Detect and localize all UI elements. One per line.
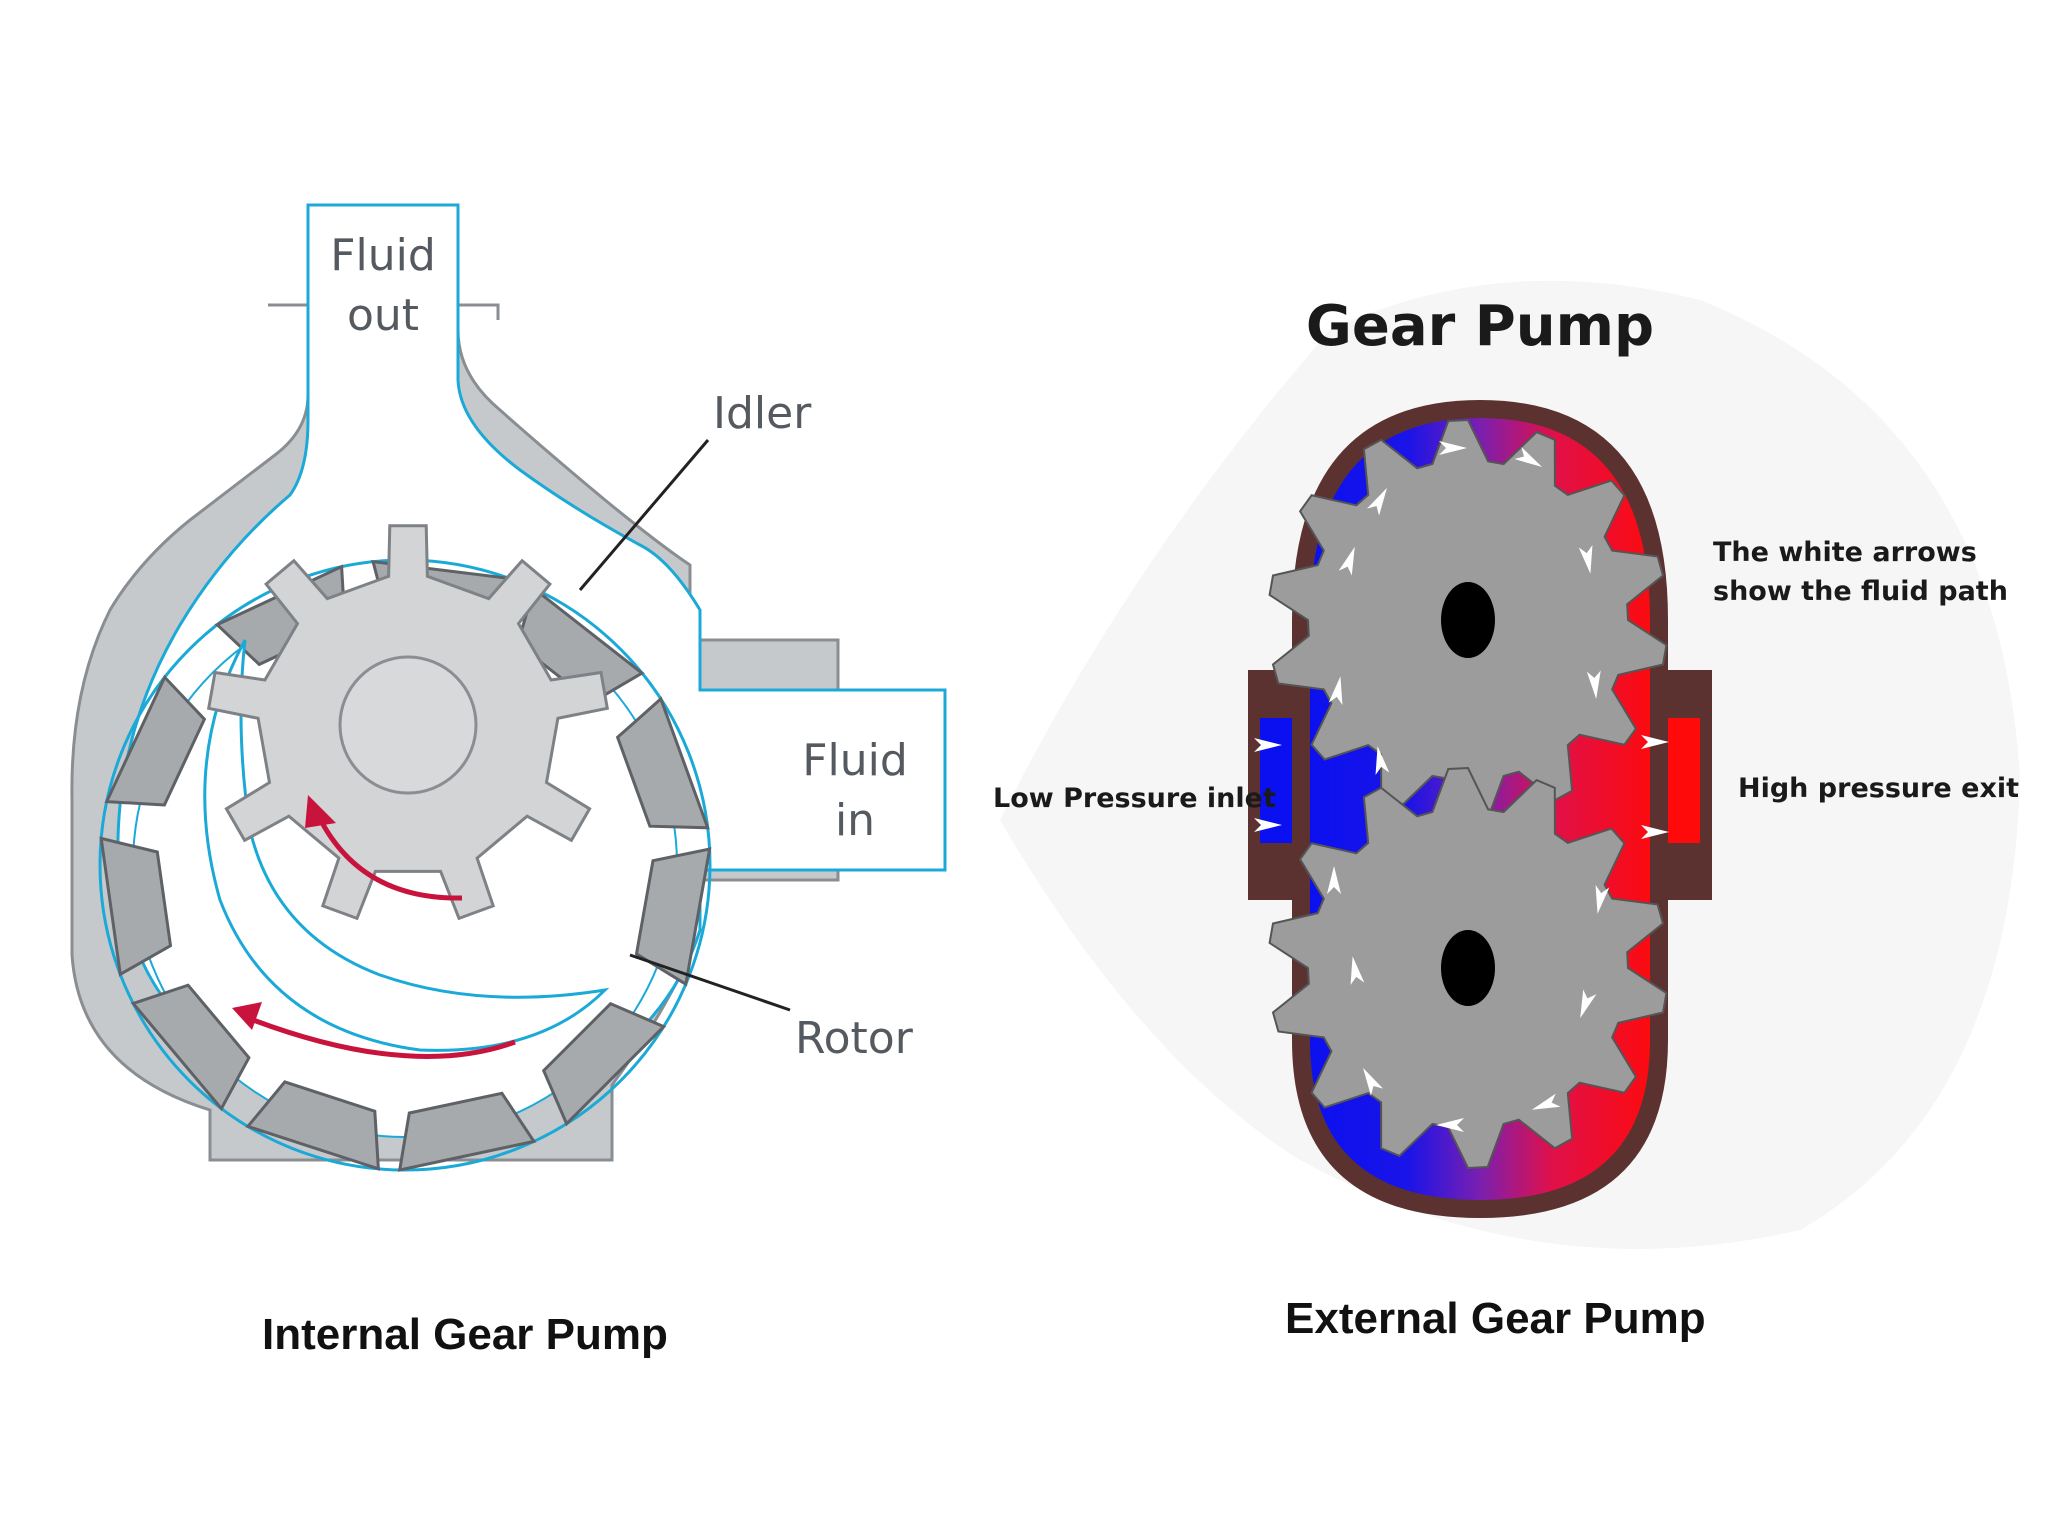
- fluid-path-arrow: [1595, 884, 1610, 914]
- external-pump-caption: External Gear Pump: [1285, 1294, 1706, 1343]
- fluid-path-arrow: [1363, 1067, 1384, 1096]
- flow-arrow-outer: [247, 1015, 516, 1059]
- flow-arrow-inner-head: [305, 795, 336, 828]
- fluid-path-arrow: [1254, 738, 1282, 752]
- internal-gear-pump-diagram: Fluid out Fluid in Idler Rotor Internal …: [0, 0, 1000, 1536]
- rotor-tooth-blocks: [99, 559, 712, 1172]
- fluid-out-label-line1: Fluid: [330, 230, 436, 281]
- flow-arrow-inner: [315, 813, 463, 901]
- fluid-path-arrow: [1580, 989, 1597, 1019]
- fluid-path-arrow: [1514, 446, 1543, 467]
- fluid-path-arrow: [1641, 825, 1669, 839]
- fluid-path-arrow: [1578, 544, 1593, 574]
- fluid-path-arrow: [1327, 866, 1341, 894]
- rotor-tooth-block: [104, 674, 207, 807]
- idler-hub: [338, 655, 478, 795]
- external-pump-svg: Gear Pump Low Pressure inlet High pressu…: [993, 280, 2020, 1249]
- fluid-path-arrow: [1531, 1093, 1561, 1110]
- rotor-tooth-block: [397, 1091, 537, 1172]
- crescent: [203, 639, 610, 1052]
- inlet-label: Low Pressure inlet: [993, 783, 1276, 814]
- rotor-tooth-block: [615, 696, 710, 830]
- fluid-in-label-line2: in: [835, 795, 875, 846]
- fluid-path-arrow: [1350, 956, 1365, 986]
- rotor-tooth-block: [541, 1001, 667, 1127]
- note-line2: show the fluid path: [1713, 576, 2008, 607]
- fluid-in-label-line1: Fluid: [802, 735, 908, 786]
- rotor-tooth-block: [99, 836, 173, 977]
- note-line1: The white arrows: [1713, 537, 1977, 568]
- rotor-tooth-block: [245, 1080, 381, 1171]
- rotor-tooth-block: [130, 983, 251, 1112]
- internal-pump-caption: Internal Gear Pump: [262, 1310, 668, 1359]
- outlet-label: High pressure exit: [1738, 773, 2019, 804]
- external-gears: [1268, 418, 1668, 1170]
- fluid-path-arrow: [1328, 676, 1343, 706]
- external-gear-pump-diagram: Gear Pump Low Pressure inlet High pressu…: [960, 0, 2048, 1536]
- fluid-path-arrow: [1436, 1118, 1464, 1132]
- idler-label: Idler: [713, 388, 812, 439]
- rotor-label: Rotor: [795, 1013, 914, 1064]
- fluid-path-arrow: [1254, 818, 1282, 832]
- fluid-path-arrow: [1366, 487, 1387, 516]
- fluid-path-arrows: [1254, 441, 1669, 1132]
- upper-gear-hub: [1441, 582, 1495, 658]
- fluid-path-arrow: [1375, 746, 1390, 776]
- gear-pump-title: Gear Pump: [1306, 294, 1654, 359]
- fluid-path-arrow: [1586, 670, 1601, 699]
- lower-gear-hub: [1441, 930, 1495, 1006]
- fluid-path-arrow: [1439, 441, 1467, 455]
- internal-pump-svg: Fluid out Fluid in Idler Rotor: [70, 203, 947, 1172]
- fluid-path-arrow: [1641, 735, 1669, 749]
- flow-arrow-outer-head: [232, 1002, 262, 1030]
- fluid-out-label-line2: out: [347, 290, 419, 341]
- idler-leader-line: [578, 439, 710, 591]
- rotor-tooth-block: [634, 847, 712, 987]
- fluid-path-arrow: [1338, 546, 1355, 576]
- rotor-leader-line: [629, 953, 791, 1012]
